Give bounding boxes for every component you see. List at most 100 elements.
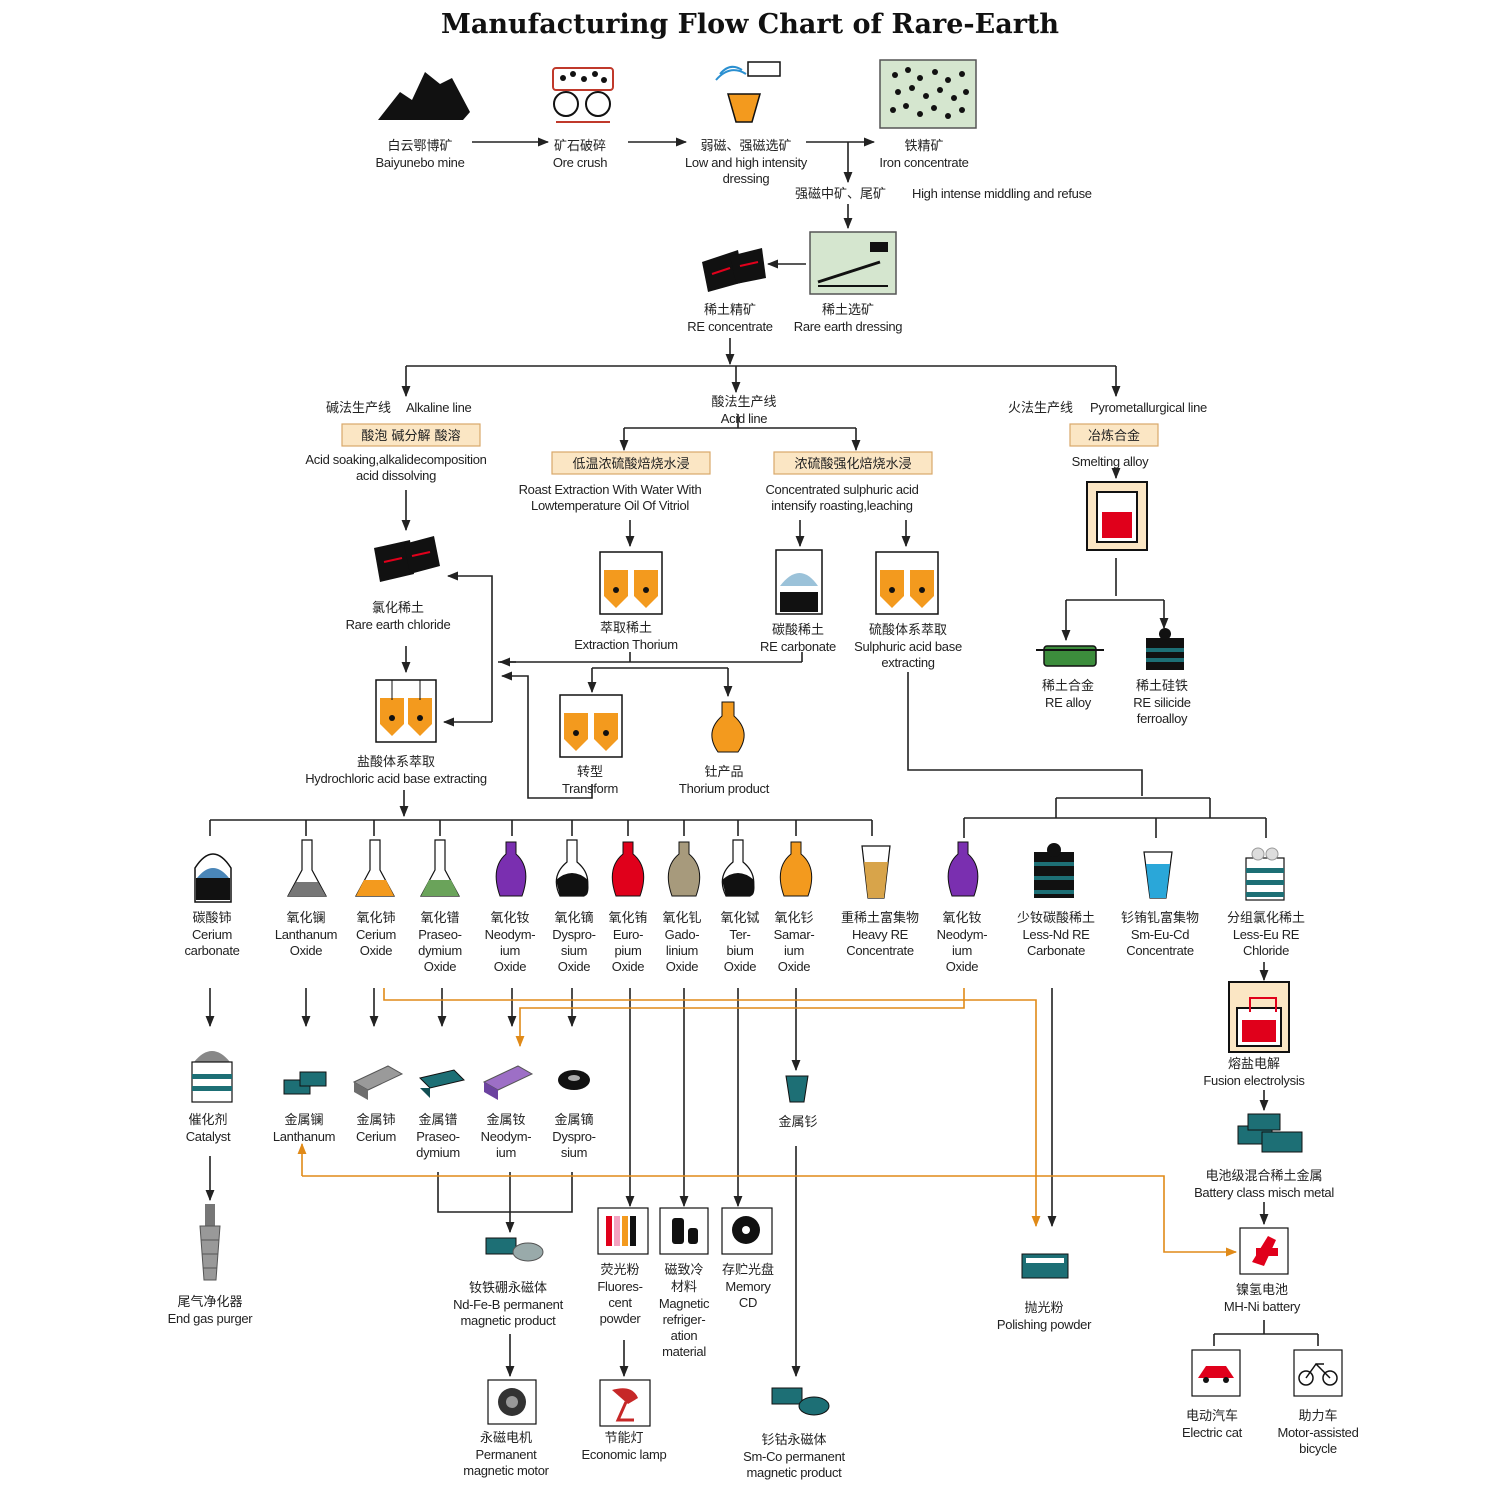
magnetic-refrigeration-icon bbox=[659, 1207, 709, 1255]
product-0-en-1: carbonate bbox=[184, 943, 239, 958]
dressing-en-label-1: dressing bbox=[723, 171, 770, 186]
product-11-en-1: ium bbox=[952, 943, 972, 958]
product-10-zh: 重稀土富集物 bbox=[841, 910, 919, 926]
product-5-zh: 氧化镝 bbox=[554, 910, 593, 926]
re-alloy-pot-icon bbox=[1036, 645, 1104, 667]
re_carb-zh-label: 碳酸稀土 bbox=[772, 623, 824, 638]
economic-lamp-icon bbox=[599, 1379, 651, 1427]
thorium-en-label-0: Thorium product bbox=[679, 781, 770, 796]
roast-conc-box: 浓硫酸强化焙烧水浸 bbox=[773, 451, 933, 475]
product-icons bbox=[194, 839, 1285, 903]
sulph_extract-zh-label: 硫酸体系萃取 bbox=[869, 623, 947, 638]
less-nd-carbonate-icon bbox=[1034, 843, 1074, 898]
roast-low-box-text: 低温浓硫酸焙烧水浸 bbox=[572, 457, 689, 472]
pyro-en-label: Pyrometallurgical line bbox=[1090, 400, 1207, 415]
magref-en-label-2: ation bbox=[671, 1328, 698, 1343]
product-12-zh: 少钕碳酸稀土 bbox=[1017, 910, 1095, 926]
product-8-en-2: Oxide bbox=[724, 959, 757, 974]
connectors bbox=[205, 137, 1319, 1378]
product-8-en-0: Ter- bbox=[729, 927, 750, 942]
smelting-furnace-icon bbox=[1086, 481, 1148, 551]
motor-en-label-1: magnetic motor bbox=[463, 1463, 549, 1478]
magnetic-separator-icon bbox=[715, 61, 781, 123]
re_silicide-en-label-1: ferroalloy bbox=[1137, 711, 1188, 726]
product-1-en-0: Lanthanum bbox=[275, 927, 337, 942]
metal-icons bbox=[191, 981, 1303, 1153]
fluorescent-powder-icon bbox=[597, 1207, 649, 1255]
product-12-en-1: Carbonate bbox=[1027, 943, 1085, 958]
hcl_extract-en-label-0: Hydrochloric acid base extracting bbox=[305, 771, 487, 786]
smco-zh-label: 钐钴永磁体 bbox=[761, 1433, 826, 1448]
fluor-en-label-0: Fluores- bbox=[597, 1279, 642, 1294]
iron-en-label-0: Iron concentrate bbox=[879, 155, 968, 170]
page-title: Manufacturing Flow Chart of Rare-Earth bbox=[441, 9, 1059, 40]
ecar-en-label-0: Electric cat bbox=[1182, 1425, 1243, 1440]
metal-0-en-0: Lanthanum bbox=[273, 1129, 335, 1144]
metal-0-zh: 金属镧 bbox=[284, 1112, 323, 1128]
re_chloride-en-label-0: Rare earth chloride bbox=[346, 617, 451, 632]
battery_metal-zh-label: 电池级混合稀土金属 bbox=[1205, 1168, 1322, 1184]
lanthanum-flask-icon bbox=[286, 839, 328, 897]
product-0-en-0: Cerium bbox=[192, 927, 232, 942]
alkaline-process-box: 酸泡 碱分解 酸溶 bbox=[341, 423, 481, 447]
product-8-en-1: bium bbox=[727, 943, 754, 958]
product-7-en-1: linium bbox=[666, 943, 698, 958]
sulph_extract-en-label-1: extracting bbox=[881, 655, 934, 670]
product-2-en-0: Cerium bbox=[356, 927, 396, 942]
magnetic-motor-icon bbox=[487, 1379, 537, 1425]
product-9-zh: 氧化钐 bbox=[774, 911, 813, 926]
re-concentrate-icon bbox=[702, 248, 766, 292]
catalyst-en-label-0: Catalyst bbox=[186, 1129, 231, 1144]
fusion-cell-icon bbox=[1228, 981, 1290, 1053]
re-silicide-icon bbox=[1146, 628, 1184, 670]
mhni-zh-label: 镍氢电池 bbox=[1236, 1283, 1288, 1298]
product-4-en-1: ium bbox=[500, 943, 520, 958]
cd-zh-label: 存贮光盘 bbox=[722, 1262, 774, 1278]
product-5-en-0: Dyspro- bbox=[552, 927, 595, 942]
product-4-en-2: Oxide bbox=[494, 959, 527, 974]
re_silicide-en-label-0: RE silicide bbox=[1133, 695, 1190, 710]
extract_th-zh-label: 萃取稀土 bbox=[600, 621, 652, 636]
ndfeb-magnet-icon bbox=[485, 1237, 544, 1262]
product-5-en-2: Oxide bbox=[558, 959, 591, 974]
misch-metal-icon bbox=[1237, 1113, 1303, 1153]
bicycle-zh-label: 助力车 bbox=[1298, 1408, 1337, 1424]
re_conc-en-label-0: RE concentrate bbox=[687, 319, 772, 334]
product-14-en-0: Less-Eu RE bbox=[1233, 927, 1300, 942]
alkaline-box-text: 酸泡 碱分解 酸溶 bbox=[361, 429, 460, 444]
extract_th-en-label-0: Extraction Thorium bbox=[574, 637, 677, 652]
product-11-en-2: Oxide bbox=[946, 959, 979, 974]
magref-en-label-3: material bbox=[662, 1344, 706, 1359]
fluor-en-label-1: cent bbox=[608, 1295, 632, 1310]
hcl-extraction-tank-icon bbox=[375, 679, 437, 743]
product-7-en-0: Gado- bbox=[665, 927, 700, 942]
iron-zh-label: 铁精矿 bbox=[904, 139, 943, 154]
product-12-en-0: Less-Nd RE bbox=[1022, 927, 1090, 942]
roast-conc-desc-1: intensify roasting,leaching bbox=[771, 498, 913, 513]
cd-en-label-1: CD bbox=[739, 1295, 757, 1310]
product-14-en-1: Chloride bbox=[1243, 943, 1289, 958]
re_alloy-en-label-0: RE alloy bbox=[1045, 695, 1092, 710]
acid-en-label-0: Acid line bbox=[721, 411, 768, 426]
product-11-zh: 氧化钕 bbox=[942, 910, 981, 926]
smco-en-label-1: magnetic product bbox=[747, 1465, 843, 1480]
product-9-en-1: ium bbox=[784, 943, 804, 958]
product-14-zh: 分组氯化稀土 bbox=[1227, 911, 1305, 926]
roast-conc-desc-0: Concentrated sulphuric acid bbox=[765, 482, 918, 497]
metal-3-en-1: ium bbox=[496, 1145, 516, 1160]
product-9-en-2: Oxide bbox=[778, 959, 811, 974]
heavy-re-beaker-icon bbox=[861, 845, 891, 899]
product-9-en-0: Samar- bbox=[774, 927, 815, 942]
product-1-zh: 氧化镧 bbox=[286, 911, 325, 926]
product-6-en-1: pium bbox=[615, 943, 642, 958]
product-2-zh: 氧化铈 bbox=[356, 910, 395, 926]
cerium-metal-icon bbox=[352, 1065, 404, 1100]
product-13-zh: 钐铕钆富集物 bbox=[1121, 910, 1199, 926]
product-10-en-1: Concentrate bbox=[846, 943, 914, 958]
ndfeb-en-label-0: Nd-Fe-B permanent bbox=[453, 1297, 563, 1312]
lamp-en-label-0: Economic lamp bbox=[582, 1447, 667, 1462]
product-3-zh: 氧化镨 bbox=[420, 911, 459, 926]
dysprosium-flask-icon bbox=[555, 839, 589, 897]
crusher-icon bbox=[552, 67, 614, 123]
